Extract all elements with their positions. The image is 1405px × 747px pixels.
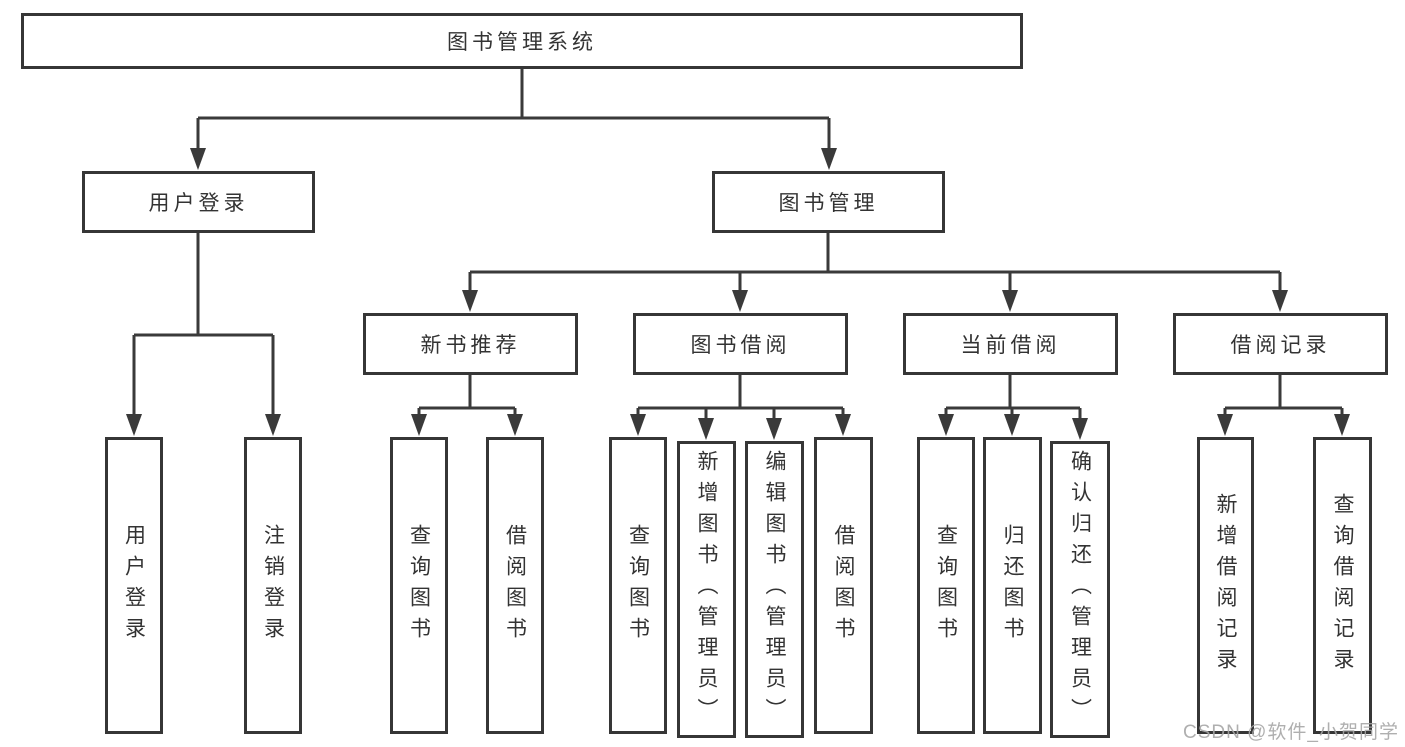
leaf-records-add-borrow-record: 新增借阅记录: [1197, 437, 1254, 734]
leaf-currentborrow-confirm-return-admin: 确认归还（管理员）: [1050, 441, 1110, 738]
leaf-records-query-borrow-record: 查询借阅记录: [1313, 437, 1372, 734]
node-current-borrow: 当前借阅: [903, 313, 1118, 375]
arrowhead: [265, 414, 281, 436]
node-book-mgmt-branch-label: 图书管理: [778, 192, 879, 215]
node-book-borrow-label: 图书借阅: [690, 334, 791, 357]
node-root-label: 图书管理系统: [447, 31, 597, 54]
node-book-borrow: 图书借阅: [633, 313, 848, 375]
arrowhead: [1002, 290, 1018, 312]
leaf-newbookrec-query-books: 查询图书: [390, 437, 448, 734]
leaf-bookborrow-add-books-admin: 新增图书（管理员）: [677, 441, 736, 738]
arrowhead: [411, 414, 427, 436]
connector-bookmgmt-to-level3: [468, 233, 1282, 292]
arrowhead: [732, 290, 748, 312]
node-borrow-records-label: 借阅记录: [1230, 334, 1331, 357]
arrowhead: [821, 148, 837, 170]
connector-newbookrec-to-leaves: [417, 375, 517, 416]
node-user-login-branch-label: 用户登录: [148, 192, 249, 215]
connector-currentborrow-to-leaves: [944, 375, 1082, 420]
arrowhead: [1217, 414, 1233, 436]
csdn-watermark: CSDN @软件_小贺同学: [1183, 722, 1399, 743]
leaf-newbookrec-borrow-books: 借阅图书: [486, 437, 544, 734]
arrowhead: [1272, 290, 1288, 312]
arrowhead: [462, 290, 478, 312]
leaf-currentborrow-return-books-label: 归还图书: [1001, 523, 1024, 648]
leaf-logout-label: 注销登录: [261, 523, 285, 648]
arrowhead: [766, 418, 782, 440]
node-borrow-records: 借阅记录: [1173, 313, 1388, 375]
node-root: 图书管理系统: [21, 13, 1023, 69]
arrowhead: [126, 414, 142, 436]
arrowhead: [1004, 414, 1020, 436]
arrowheads: [126, 148, 1350, 440]
leaf-newbookrec-query-books-label: 查询图书: [407, 523, 431, 648]
arrowhead: [190, 148, 206, 170]
leaf-currentborrow-return-books: 归还图书: [983, 437, 1042, 734]
node-user-login-branch: 用户登录: [82, 171, 315, 233]
node-book-mgmt-branch: 图书管理: [712, 171, 945, 233]
leaf-user-login: 用户登录: [105, 437, 163, 734]
connector-root-to-level2: [196, 69, 831, 150]
arrowhead: [1334, 414, 1350, 436]
leaf-newbookrec-borrow-books-label: 借阅图书: [503, 523, 527, 648]
node-new-book-rec: 新书推荐: [363, 313, 578, 375]
arrowhead: [1072, 418, 1088, 440]
connector-bookborrow-to-leaves: [636, 375, 845, 420]
leaf-bookborrow-query-books-label: 查询图书: [626, 523, 650, 648]
arrowhead: [630, 414, 646, 436]
leaf-bookborrow-borrow-books: 借阅图书: [814, 437, 873, 734]
leaf-logout: 注销登录: [244, 437, 302, 734]
leaf-bookborrow-edit-books-admin: 编辑图书（管理员）: [745, 441, 804, 738]
leaf-bookborrow-add-books-admin-label: 新增图书（管理员）: [695, 450, 718, 729]
leaf-currentborrow-query-books: 查询图书: [917, 437, 975, 734]
arrowhead: [507, 414, 523, 436]
arrowhead: [835, 414, 851, 436]
connector-userlogin-to-leaves: [132, 233, 275, 416]
leaf-records-query-borrow-record-label: 查询借阅记录: [1331, 492, 1354, 679]
arrowhead: [698, 418, 714, 440]
leaf-currentborrow-confirm-return-admin-label: 确认归还（管理员）: [1068, 450, 1092, 729]
leaf-bookborrow-query-books: 查询图书: [609, 437, 667, 734]
leaf-user-login-label: 用户登录: [122, 523, 146, 648]
arrowhead: [938, 414, 954, 436]
leaf-records-add-borrow-record-label: 新增借阅记录: [1214, 492, 1237, 679]
leaf-bookborrow-borrow-books-label: 借阅图书: [832, 523, 855, 648]
leaf-bookborrow-edit-books-admin-label: 编辑图书（管理员）: [763, 450, 786, 729]
connector-borrowrecords-to-leaves: [1223, 375, 1344, 416]
node-current-borrow-label: 当前借阅: [960, 334, 1061, 357]
node-new-book-rec-label: 新书推荐: [420, 334, 521, 357]
leaf-currentborrow-query-books-label: 查询图书: [934, 523, 958, 648]
